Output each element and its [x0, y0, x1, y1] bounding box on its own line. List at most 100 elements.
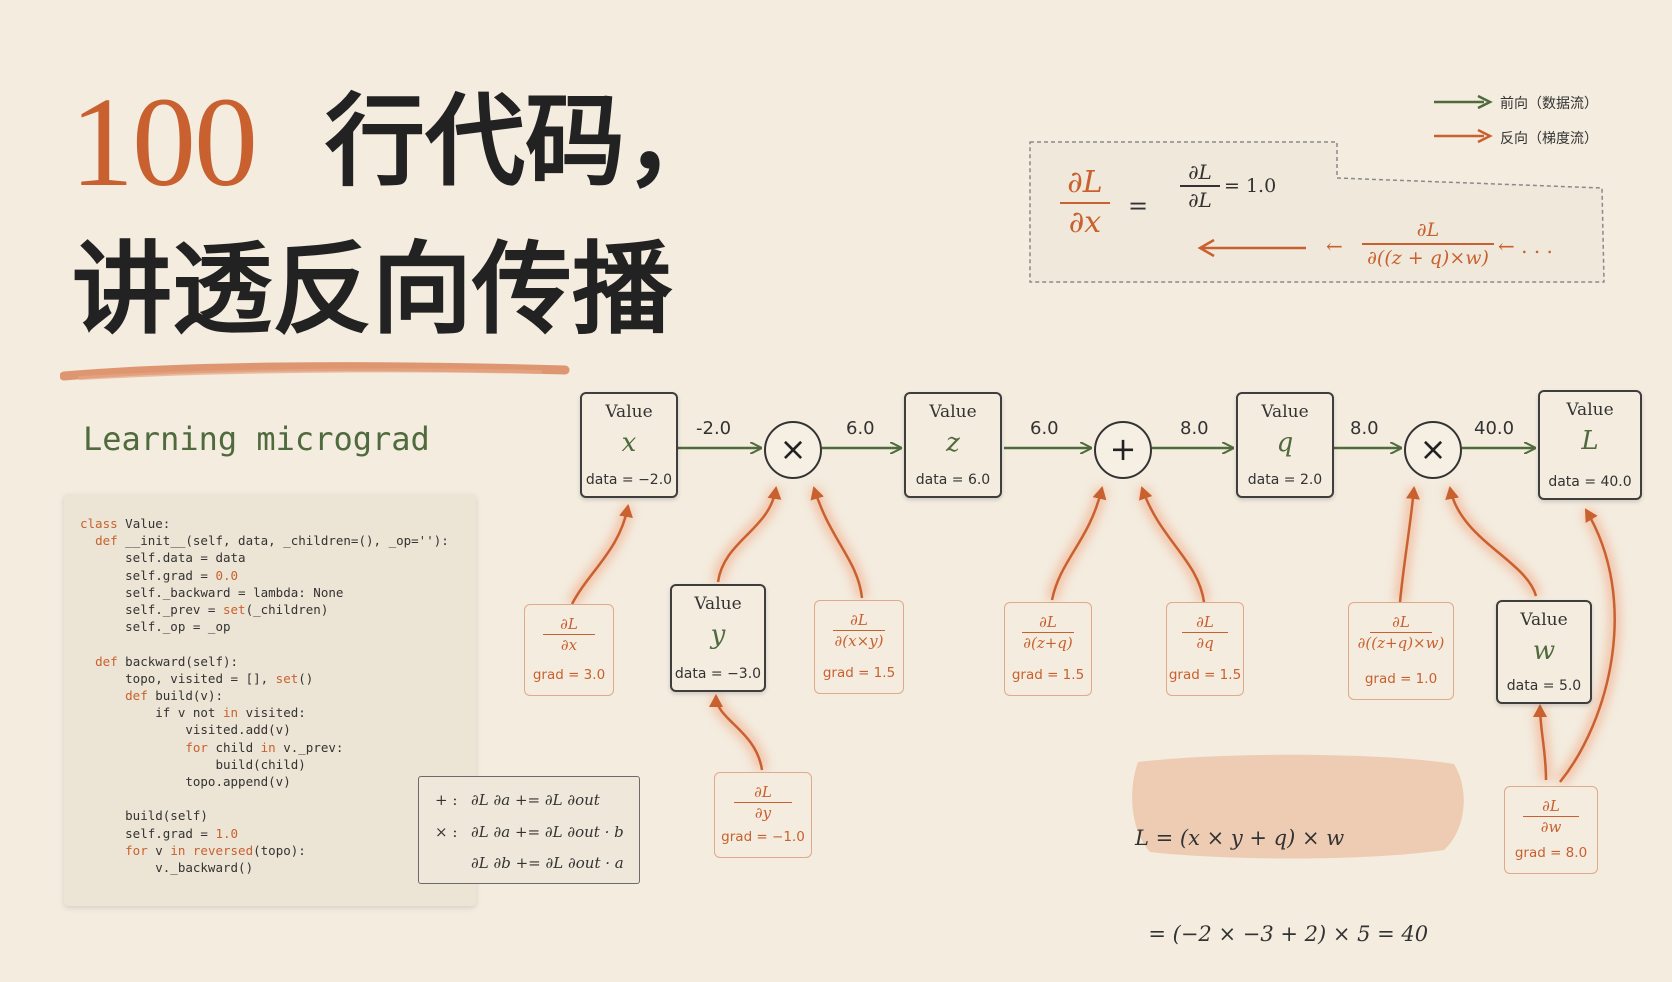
grad-box-y: ∂L∂y grad = −1.0 [714, 772, 812, 858]
legend-backward: 反向（梯度流） [1500, 131, 1598, 147]
grad-box-x: ∂L∂x grad = 3.0 [524, 604, 614, 696]
code-line: self.data = data [80, 550, 246, 566]
rule-op: + : [435, 791, 458, 809]
subtitle: Learning micrograd [83, 420, 430, 458]
code-line: for v in reversed(topo): [125, 842, 306, 858]
code-line: for child in v._prev: [185, 739, 344, 755]
equation-highlight [1132, 754, 1464, 859]
code-block: class Value: def __init__(self, data, _c… [64, 494, 476, 906]
code-line: self._op = _op [80, 619, 231, 635]
grad-box-zqw: ∂L∂((z+q)×w) grad = 1.0 [1348, 602, 1454, 700]
code-line: class Value: [80, 516, 171, 531]
code-line: def __init__(self, data, _children=(), _… [95, 533, 449, 549]
chain-term-1-num: ∂L [1188, 160, 1212, 184]
value-node-label: Value [1566, 400, 1614, 420]
legend-arrows [1434, 94, 1493, 144]
value-node-L[interactable]: Value L data = 40.0 [1538, 390, 1642, 500]
op-multiply-1[interactable]: × [764, 421, 822, 479]
grad-den: ∂x [560, 636, 578, 655]
value-node-label: Value [1520, 610, 1568, 630]
grad-den: ∂(x×y) [834, 632, 884, 651]
value-node-x[interactable]: Value x data = −2.0 [580, 392, 678, 498]
chain-small-arrow: ← [1326, 234, 1343, 258]
value-node-y[interactable]: Value y data = −3.0 [670, 584, 766, 692]
grad-den: ∂y [754, 804, 772, 823]
chain-term-2: ∂L ∂((z + q)×w) [1362, 218, 1494, 270]
value-node-var: L [1581, 426, 1599, 456]
equation-line-1: L = (x × y + q) × w [1135, 826, 1345, 850]
legend-forward: 前向（数据流） [1500, 96, 1598, 112]
code-line: self.grad = 1.0 [80, 825, 239, 841]
chain-term-2-num: ∂L [1416, 219, 1440, 241]
value-node-q[interactable]: Value q data = 2.0 [1236, 392, 1334, 498]
equation-line-2: = (−2 × −3 + 2) × 5 = 40 [1135, 922, 1429, 946]
grad-num: ∂L [1542, 797, 1560, 815]
code-line: topo.append(v) [80, 774, 291, 789]
op-multiply-2[interactable]: × [1404, 421, 1462, 479]
chain-tail: ← . . . [1498, 234, 1553, 258]
value-node-data: data = 40.0 [1548, 474, 1632, 490]
value-node-label: Value [694, 594, 742, 614]
edge-label-mul2: 40.0 [1474, 418, 1515, 439]
chain-lhs-num: ∂L [1067, 165, 1103, 200]
equation: L = (x × y + q) × w = (−2 × −3 + 2) × 5 … [1135, 758, 1428, 982]
code-line: def backward(self): [95, 653, 239, 669]
gradient-rules-box: + : ∂L ∂a += ∂L ∂out × : ∂L ∂a += ∂L ∂ou… [418, 776, 640, 884]
grad-box-xy: ∂L ∂(x×y) grad = 1.5 [814, 600, 904, 694]
grad-den: ∂((z+q)×w) [1357, 634, 1445, 653]
code-line: v._backward() [80, 860, 254, 875]
edge-label-add: 8.0 [1180, 418, 1209, 439]
code-line: def build(v): [125, 688, 223, 703]
backward-edge-q [1138, 486, 1206, 603]
grad-box-q: ∂L ∂q grad = 1.5 [1166, 602, 1244, 696]
value-node-var: x [621, 428, 637, 458]
grad-value: grad = 1.0 [1364, 671, 1438, 687]
chain-term-2-den: ∂((z + q)×w) [1367, 246, 1489, 269]
backward-edge-y-mul [716, 486, 782, 583]
grad-value: grad = 1.5 [1011, 667, 1085, 683]
edge-label-q: 8.0 [1350, 418, 1379, 439]
code-line: self.grad = 0.0 [80, 567, 239, 583]
grad-num: ∂L [560, 615, 578, 633]
chain-term-1-value: = 1.0 [1224, 175, 1277, 197]
rule-mul-a: ∂L ∂a += ∂L ∂out · b [471, 823, 624, 841]
title-line-2: 讲透反向传播 [72, 231, 672, 348]
backward-edge-zqw [1398, 486, 1420, 603]
backward-edge-w [1533, 704, 1548, 781]
grad-num: ∂L [1039, 613, 1057, 631]
value-node-label: Value [1261, 402, 1309, 422]
backward-edge-xy [810, 486, 864, 599]
backward-edge-y [709, 694, 764, 771]
title-line-1: 行代码， [325, 83, 725, 200]
graph-wires [566, 0, 1621, 859]
value-node-data: data = −3.0 [674, 666, 762, 682]
edge-label-z: 6.0 [1030, 418, 1059, 439]
value-node-var: q [1276, 428, 1294, 458]
grad-box-zq: ∂L∂(z+q) grad = 1.5 [1004, 602, 1092, 696]
grad-value: grad = 8.0 [1514, 845, 1588, 861]
rule-add: ∂L ∂a += ∂L ∂out [471, 791, 600, 809]
value-node-data: data = 5.0 [1506, 678, 1582, 694]
value-node-w[interactable]: Value w data = 5.0 [1496, 600, 1592, 704]
edge-label-x: -2.0 [696, 418, 732, 439]
title-underline-stroke [60, 362, 570, 381]
grad-value: grad = 1.5 [822, 665, 896, 681]
grad-den: ∂w [1540, 818, 1562, 837]
chain-lhs: ∂L ∂x [1060, 166, 1110, 240]
code-line: visited.add(v) [80, 722, 291, 738]
chain-lhs-den: ∂x [1068, 205, 1102, 240]
chain-term-1-den: ∂L [1188, 187, 1212, 212]
chain-equals: = [1128, 192, 1149, 220]
backward-edge-L [1559, 508, 1616, 783]
grad-num: ∂L [850, 611, 868, 629]
value-node-var: y [710, 620, 726, 650]
grad-value: grad = 1.5 [1168, 667, 1242, 683]
grad-num: ∂L [1196, 613, 1214, 631]
value-node-z[interactable]: Value z data = 6.0 [904, 392, 1002, 498]
value-node-label: Value [605, 402, 653, 422]
op-add[interactable]: + [1094, 421, 1152, 479]
grad-den: ∂q [1196, 634, 1214, 653]
value-node-data: data = 6.0 [915, 472, 991, 488]
rule-mul-b: ∂L ∂b += ∂L ∂out · a [471, 854, 624, 872]
value-node-var: w [1532, 636, 1556, 666]
